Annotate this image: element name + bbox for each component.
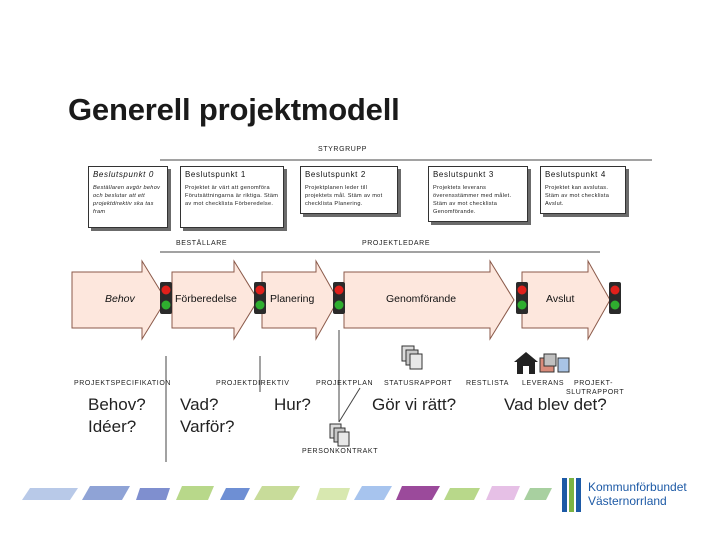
leverans-house-icon [514,352,538,374]
question-vad: Vad? [180,395,219,414]
beslutspunkt-2-text: Projektplanen leder till projektets mål.… [305,185,383,207]
beslutspunkt-4-text: Projektet kan avslutas. Stäm av mot chec… [545,185,610,207]
beslutspunkt-4-heading: Beslutspunkt 4 [545,170,606,179]
traffic-light-0 [160,282,172,314]
phase-label-avslut: Avslut [546,293,575,305]
traffic-light-4 [609,282,621,314]
beslutspunkt-3-text: Projektets leverans överensstämmer med m… [433,185,512,215]
doc-projektslutrapport-line1: PROJEKT- [574,380,614,387]
doc-personkontrakt: PERSONKONTRAKT [302,448,379,455]
beslutspunkt-0-heading: Beslutspunkt 0 [93,170,154,179]
doc-projektplan: PROJEKTPLAN [316,380,374,387]
traffic-light-1 [254,282,266,314]
beslutspunkt-0-text: Beställaren avgör behov och beslutar att… [93,185,161,215]
question-ideer: Idéer? [88,417,137,436]
doc-projektspecifikation: PROJEKTSPECIFIKATION [74,380,172,387]
phase-arrow-genomforande [343,259,515,341]
slutrapport-document-icon [557,357,570,373]
doc-statusrapport: STATUSRAPPORT [384,380,453,387]
doc-projektslutrapport-line2: SLUTRAPPORT [566,389,625,396]
beslutspunkt-4-box: Beslutspunkt 4 Projektet kan avslutas. S… [540,166,626,214]
question-vad-blev-det: Vad blev det? [504,395,607,414]
logo-text-line2: Västernorrland [588,494,667,508]
leverans-package-icon [539,353,557,373]
statusrapport-documents-icon [401,345,423,370]
phase-arrow-behov [71,259,167,341]
phase-label-forberedelse: Förberedelse [175,293,237,305]
slide-title: Generell projektmodell [68,92,400,127]
question-varfor: Varför? [180,417,235,436]
bestallare-label: BESTÄLLARE [176,240,228,247]
doc-leverans: LEVERANS [522,380,565,387]
beslutspunkt-2-heading: Beslutspunkt 2 [305,170,366,179]
beslutspunkt-2-box: Beslutspunkt 2 Projektplanen leder till … [300,166,398,214]
phase-label-planering: Planering [270,293,315,305]
question-gor-vi-ratt: Gör vi rätt? [372,395,457,414]
projektledare-label: PROJEKTLEDARE [362,240,431,247]
beslutspunkt-1-text: Projektet är värt att genomföra Förutsät… [185,185,279,207]
beslutspunkt-0-box: Beslutspunkt 0 Beställaren avgör behov o… [88,166,168,228]
personkontrakt-documents-icon [329,423,350,447]
phase-arrow-forberedelse [171,259,259,341]
beslutspunkt-1-box: Beslutspunkt 1 Projektet är värt att gen… [180,166,284,228]
question-hur: Hur? [274,395,311,414]
doc-restlista: RESTLISTA [466,380,510,387]
phase-arrow-planering [261,259,339,341]
phase-arrow-avslut [521,259,611,341]
logo-text-line1: Kommunförbundet [588,480,687,494]
phase-label-genomforande: Genomförande [386,293,457,305]
kommunforbundet-logo-mark [562,478,581,512]
projektplan-diagonal [338,387,361,423]
traffic-light-2 [333,282,345,314]
footer-decoration [22,486,552,500]
traffic-light-3 [516,282,528,314]
beslutspunkt-3-heading: Beslutspunkt 3 [433,170,494,179]
doc-projektdirektiv: PROJEKTDIREKTIV [216,380,290,387]
question-behov: Behov? [88,395,146,414]
beslutspunkt-1-heading: Beslutspunkt 1 [185,170,246,179]
phase-label-behov: Behov [105,293,135,305]
styrgrupp-label: STYRGRUPP [318,146,367,153]
beslutspunkt-3-box: Beslutspunkt 3 Projektets leverans övere… [428,166,528,222]
